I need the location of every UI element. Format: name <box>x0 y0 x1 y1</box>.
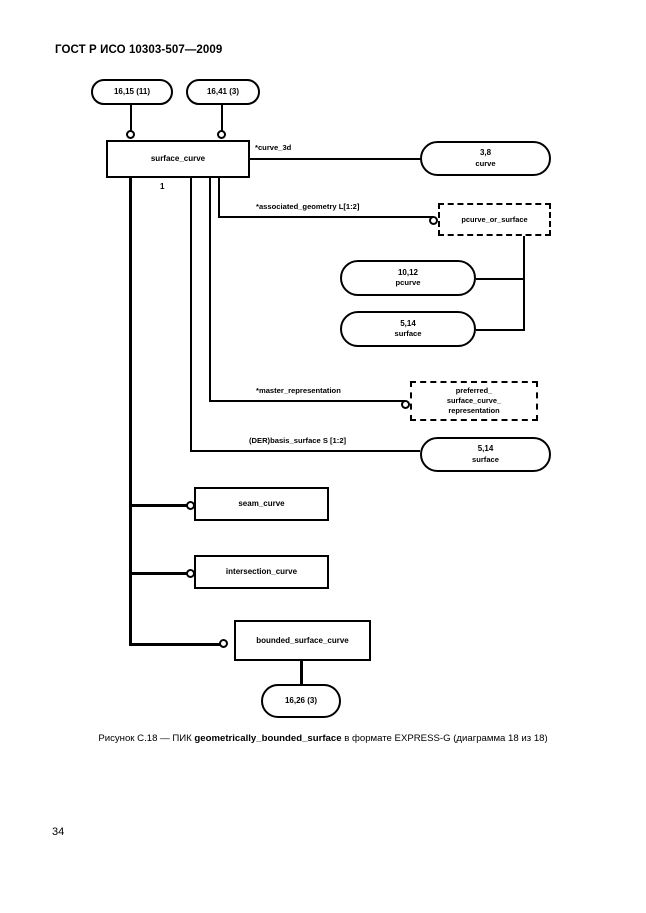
connector-assoc-geom-v <box>218 178 220 218</box>
connector-curve-3d <box>250 158 422 160</box>
entity-label: bounded_surface_curve <box>256 635 349 645</box>
attribute-label-curve-3d: *curve_3d <box>253 143 294 152</box>
type-ref-name: surface <box>394 329 422 339</box>
type-ref-surface-2[interactable]: 5,14 surface <box>420 437 551 472</box>
entity-seam-curve[interactable]: seam_curve <box>194 487 329 521</box>
attribute-label-basis-surface: (DER)basis_surface S [1:2] <box>247 436 349 445</box>
connector-select-to-pcurve <box>476 278 524 280</box>
connector-bottom-ref-stem <box>300 661 303 686</box>
subtype-trunk <box>129 178 132 645</box>
type-ref-page: 3,8 <box>479 148 492 158</box>
page-ref-16-26[interactable]: 16,26 (3) <box>261 684 341 718</box>
connector-circle-master-rep <box>401 400 410 409</box>
page-ref-16-15[interactable]: 16,15 (11) <box>91 79 173 105</box>
subtype-branch-bounded-surface-curve <box>129 643 224 646</box>
type-ref-surface-1[interactable]: 5,14 surface <box>340 311 476 347</box>
entity-surface-curve[interactable]: surface_curve <box>106 140 250 178</box>
connector-select-to-surface <box>476 329 524 331</box>
connector-master-rep-v <box>209 178 211 402</box>
figure-caption: Рисунок С.18 — ПИК geometrically_bounded… <box>0 733 646 744</box>
caption-entity-name: geometrically_bounded_surface <box>194 733 342 744</box>
caption-prefix: Рисунок С.18 — ПИК <box>98 733 195 744</box>
connector-circle-ref1 <box>126 130 135 139</box>
connector-ref2-stem <box>221 104 223 132</box>
page-ref-label: 16,15 (11) <box>113 86 151 96</box>
page-ref-label: 16,41 (3) <box>206 86 240 96</box>
subtype-branch-intersection-curve <box>129 572 190 575</box>
entity-intersection-curve[interactable]: intersection_curve <box>194 555 329 589</box>
attribute-label-associated-geometry: *associated_geometry L[1:2] <box>254 202 362 211</box>
entity-bounded-surface-curve[interactable]: bounded_surface_curve <box>234 620 371 661</box>
attribute-label-master-representation: *master_representation <box>254 386 343 395</box>
standard-header: ГОСТ Р ИСО 10303-507—2009 <box>55 44 223 56</box>
connector-basis-surface-h <box>190 450 420 452</box>
type-ref-page: 5,14 <box>400 318 416 328</box>
type-ref-curve[interactable]: 3,8 curve <box>420 141 551 176</box>
type-ref-name: surface <box>471 454 500 464</box>
cardinality-one: 1 <box>160 182 165 191</box>
type-ref-page: 5,14 <box>477 444 494 454</box>
connector-basis-surface-v <box>190 178 192 452</box>
select-label-line1: preferred_ <box>455 386 493 396</box>
page-number: 34 <box>52 826 65 838</box>
page-ref-16-41[interactable]: 16,41 (3) <box>186 79 260 105</box>
connector-ref1-stem <box>130 104 132 132</box>
entity-label: seam_curve <box>238 499 285 508</box>
entity-label: intersection_curve <box>225 567 298 576</box>
entity-label: surface_curve <box>150 154 206 163</box>
connector-assoc-geom-h <box>218 216 433 218</box>
express-g-diagram: 16,15 (11) 16,41 (3) surface_curve 1 *cu… <box>91 79 551 718</box>
connector-circle-assoc-geom <box>429 216 438 225</box>
subtype-circle-bounded-surface-curve <box>219 639 228 648</box>
connector-select-branch-v <box>523 236 525 331</box>
caption-suffix: в формате EXPRESS-G (диаграмма 18 из 18) <box>341 733 548 744</box>
subtype-branch-seam-curve <box>129 504 190 507</box>
type-ref-pcurve[interactable]: 10,12 pcurve <box>340 260 476 296</box>
connector-circle-ref2 <box>217 130 226 139</box>
select-label-line2: surface_curve_ <box>446 396 502 405</box>
type-ref-name: pcurve <box>395 278 421 288</box>
select-label: pcurve_or_surface <box>461 214 528 224</box>
page-ref-label: 16,26 (3) <box>284 695 318 705</box>
type-ref-page: 10,12 <box>397 267 419 277</box>
type-ref-name: curve <box>475 158 496 168</box>
subtype-circle-seam-curve <box>186 501 195 510</box>
connector-master-rep-h <box>209 400 405 402</box>
select-label: preferred_ surface_curve_ representation <box>447 386 501 416</box>
select-label-line3: representation <box>448 405 500 415</box>
subtype-circle-intersection-curve <box>186 569 195 578</box>
select-preferred-surface-curve-representation[interactable]: preferred_ surface_curve_ representation <box>410 381 538 421</box>
select-pcurve-or-surface[interactable]: pcurve_or_surface <box>438 203 551 236</box>
